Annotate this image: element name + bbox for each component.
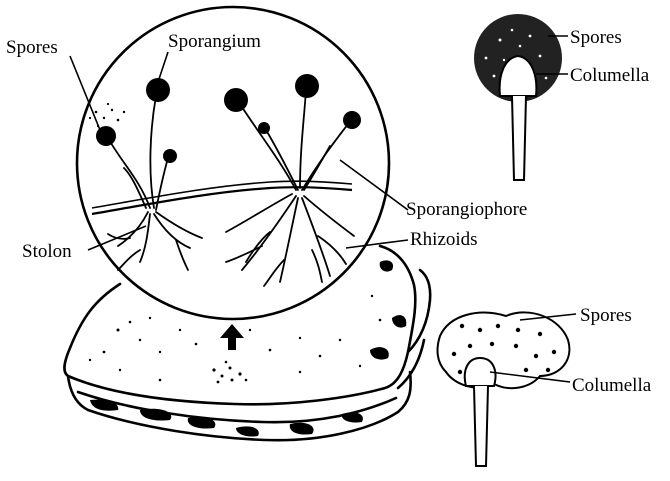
label-stolon: Stolon [22, 242, 72, 261]
sporangium-detail-bottom [438, 312, 576, 466]
zoom-arrow [220, 324, 244, 350]
label-spores-bottom: Spores [580, 306, 632, 325]
sporangiophore-bottom [474, 386, 488, 466]
label-rhizoids: Rhizoids [410, 230, 478, 249]
label-columella-top: Columella [570, 66, 649, 85]
label-sporangium: Sporangium [168, 32, 261, 51]
sporangium-detail-top [474, 14, 568, 180]
burst-sporangium [438, 312, 570, 388]
label-spores-main: Spores [6, 38, 58, 57]
label-columella-bottom: Columella [572, 376, 651, 395]
sporangiophore-top [512, 96, 526, 180]
label-spores-top: Spores [570, 28, 622, 47]
label-sporangiophore: Sporangiophore [406, 200, 527, 219]
